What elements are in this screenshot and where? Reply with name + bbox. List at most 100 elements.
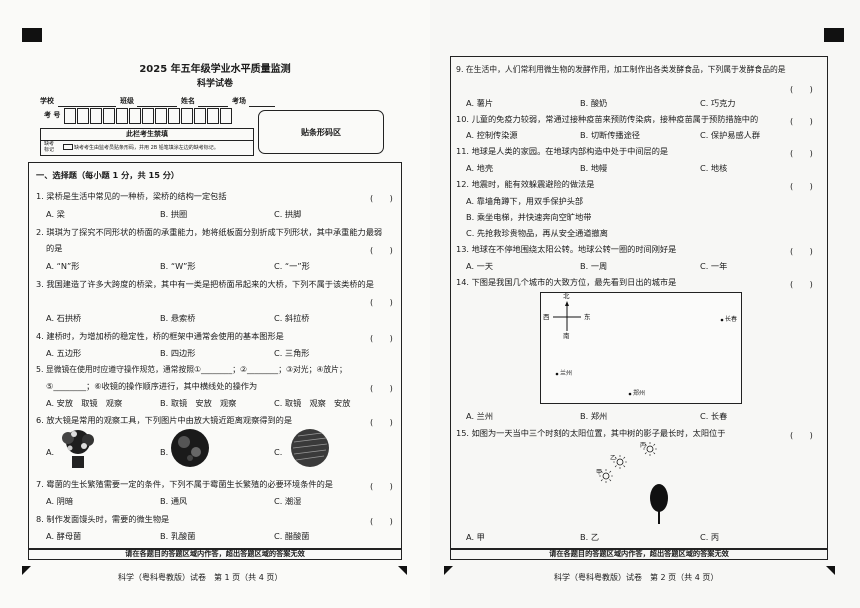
exam-subtitle: 科学试卷	[196, 79, 233, 89]
compass-east: 东	[584, 313, 591, 321]
sun-label-jia: 甲	[596, 469, 603, 476]
potted-plant-image	[62, 430, 94, 468]
q14-option-a: A. 兰州	[466, 411, 494, 421]
exam-no-label: 考 号	[44, 111, 61, 119]
q5-option-a: A. 安放 取镜 观察	[46, 398, 123, 408]
barcode-area: 贴条形码区	[258, 110, 384, 154]
q8-option-b: B. 乳酸菌	[160, 531, 196, 541]
class-field[interactable]	[137, 106, 177, 107]
staff-only-label: 此栏考生禁填	[41, 129, 253, 141]
q7-option-b: B. 通风	[160, 496, 188, 506]
q1-option-c: C. 拱脚	[274, 209, 302, 219]
question-2: 2. 琪琪为了探究不同形状的桥面的承重能力，她将纸板面分别折成下列形状，其中承重…	[36, 227, 383, 237]
q15-option-c: C. 丙	[700, 532, 720, 542]
city-label-lanzhou: 兰州	[560, 370, 573, 377]
question-10: 10. 儿童的免疫力较弱，常通过接种疫苗来预防传染病，接种疫苗属于预防措施中的	[456, 114, 759, 124]
question-4: 4. 建桥时，为增加桥的稳定性，桥的框架中通常会使用的基本图形是	[36, 331, 284, 341]
question-11: 11. 地球是人类的家园。在地球内部构造中处于中间层的是	[456, 146, 669, 156]
compass-rose	[553, 301, 724, 396]
room-label: 考场	[232, 97, 246, 105]
answer-blank-4[interactable]: ( )	[370, 333, 393, 343]
exam-number-digit-box[interactable]	[64, 108, 76, 124]
question-14: 14. 下图是我国几个城市的大致方位，最先看到日出的城市是	[456, 277, 677, 287]
registration-mark	[22, 28, 42, 42]
exam-number-digit-box[interactable]	[129, 108, 141, 124]
exam-number-digit-box[interactable]	[207, 108, 219, 124]
q9-option-c: C. 巧克力	[700, 98, 736, 108]
answer-blank-7[interactable]: ( )	[370, 481, 393, 491]
exam-number-digit-box[interactable]	[194, 108, 206, 124]
exam-number-digit-box[interactable]	[90, 108, 102, 124]
q5-option-c: C. 取镜 观察 安放	[274, 398, 351, 408]
question-7: 7. 霉菌的生长繁殖需要一定的条件，下列不属于霉菌生长繁殖的必要环境条件的是	[36, 479, 333, 489]
q12-option-a: A. 靠墙角蹲下，用双手保护头部	[466, 196, 584, 206]
answer-blank-12[interactable]: ( )	[790, 181, 813, 191]
school-field[interactable]	[58, 106, 116, 107]
name-field[interactable]	[198, 106, 228, 107]
answer-blank-10[interactable]: ( )	[790, 116, 813, 126]
exam-number-digit-box[interactable]	[77, 108, 89, 124]
q13-option-a: A. 一天	[466, 261, 494, 271]
answer-blank-1[interactable]: ( )	[370, 193, 393, 203]
q14-option-c: C. 长春	[700, 411, 728, 421]
answer-blank-9[interactable]: ( )	[790, 84, 813, 94]
answer-blank-15[interactable]: ( )	[790, 430, 813, 440]
magnified-leaf-image	[171, 429, 209, 467]
answer-blank-11[interactable]: ( )	[790, 148, 813, 158]
q4-option-a: A. 五边形	[46, 348, 82, 358]
answer-blank-3[interactable]: ( )	[370, 297, 393, 307]
answer-blank-14[interactable]: ( )	[790, 279, 813, 289]
answer-blank-8[interactable]: ( )	[370, 516, 393, 526]
school-label: 学校	[40, 97, 54, 105]
question-13: 13. 地球在不停地围绕太阳公转。地球公转一圈的时间刚好是	[456, 244, 677, 254]
absent-label-line1: 缺考	[44, 141, 55, 147]
exam-page-2: 9. 在生活中，人们常利用微生物的发酵作用，加工制作出各类发酵食品，下列属于发酵…	[430, 0, 860, 608]
absent-mark-label: 缺考 标记	[44, 141, 54, 153]
q6-option-b: B.	[160, 447, 169, 457]
q12-option-b: B. 乘坐电梯，并快速奔向空旷地带	[466, 212, 592, 222]
section-heading: 一、选择题（每小题 1 分，共 15 分）	[36, 170, 180, 180]
absent-checkbox[interactable]	[63, 144, 73, 150]
q14-option-b: B. 郑州	[580, 411, 608, 421]
q11-option-b: B. 地幔	[580, 163, 608, 173]
q11-option-a: A. 地壳	[466, 163, 494, 173]
answer-area-notice: 请在各题目的答题区域内作答，超出答题区域的答案无效	[28, 548, 402, 560]
exam-number-digit-box[interactable]	[142, 108, 154, 124]
city-map: 北 南 西 东 长春 兰州 郑州	[540, 292, 742, 404]
absent-label-line2: 标记	[44, 147, 55, 153]
compass-west: 西	[543, 313, 550, 321]
absent-note: 缺考考生由监考员贴条形码，并用 2B 铅笔填涂左边的缺考标记。	[74, 145, 219, 151]
exam-number-digit-box[interactable]	[103, 108, 115, 124]
q5-option-b: B. 取镜 安放 观察	[160, 398, 237, 408]
answer-blank-6[interactable]: ( )	[370, 417, 393, 427]
q3-option-b: B. 悬索桥	[160, 313, 196, 323]
exam-number-digit-box[interactable]	[168, 108, 180, 124]
question-6: 6. 放大镜是常用的观察工具，下列图片中由放大镜近距离观察得到的是	[36, 415, 293, 425]
q10-option-b: B. 切断传播途径	[580, 130, 640, 140]
q15-option-a: A. 甲	[466, 532, 485, 542]
exam-number-digit-box[interactable]	[155, 108, 167, 124]
room-field[interactable]	[249, 106, 275, 107]
q7-option-c: C. 潮湿	[274, 496, 302, 506]
q4-option-b: B. 四边形	[160, 348, 196, 358]
q1-option-b: B. 拱圈	[160, 209, 188, 219]
answer-blank-13[interactable]: ( )	[790, 246, 813, 256]
q11-option-c: C. 地核	[700, 163, 728, 173]
q4-option-c: C. 三角形	[274, 348, 310, 358]
exam-number-digit-box[interactable]	[181, 108, 193, 124]
question-15: 15. 如图为一天当中三个时刻的太阳位置，其中树的影子最长时，太阳位于	[456, 428, 726, 438]
q6-option-a: A.	[46, 447, 55, 457]
exam-title: 2025 年五年级学业水平质量监测	[139, 64, 291, 75]
sun-positions-diagram	[599, 442, 668, 524]
answer-blank-2[interactable]: ( )	[370, 245, 393, 255]
exam-number-digit-box[interactable]	[116, 108, 128, 124]
exam-number-digit-box[interactable]	[220, 108, 232, 124]
question-5: 5. 显微镜在使用时应遵守操作规范，通常按照①________；②_______…	[36, 365, 347, 374]
q13-option-b: B. 一周	[580, 261, 608, 271]
name-label: 姓名	[181, 97, 195, 105]
q2-option-b: B. “W”形	[160, 261, 196, 271]
city-label-changchun: 长春	[725, 316, 738, 323]
answer-blank-5[interactable]: ( )	[370, 383, 393, 393]
question-8: 8. 制作发面馒头时，需要的微生物是	[36, 514, 170, 524]
q13-option-c: C. 一年	[700, 261, 728, 271]
